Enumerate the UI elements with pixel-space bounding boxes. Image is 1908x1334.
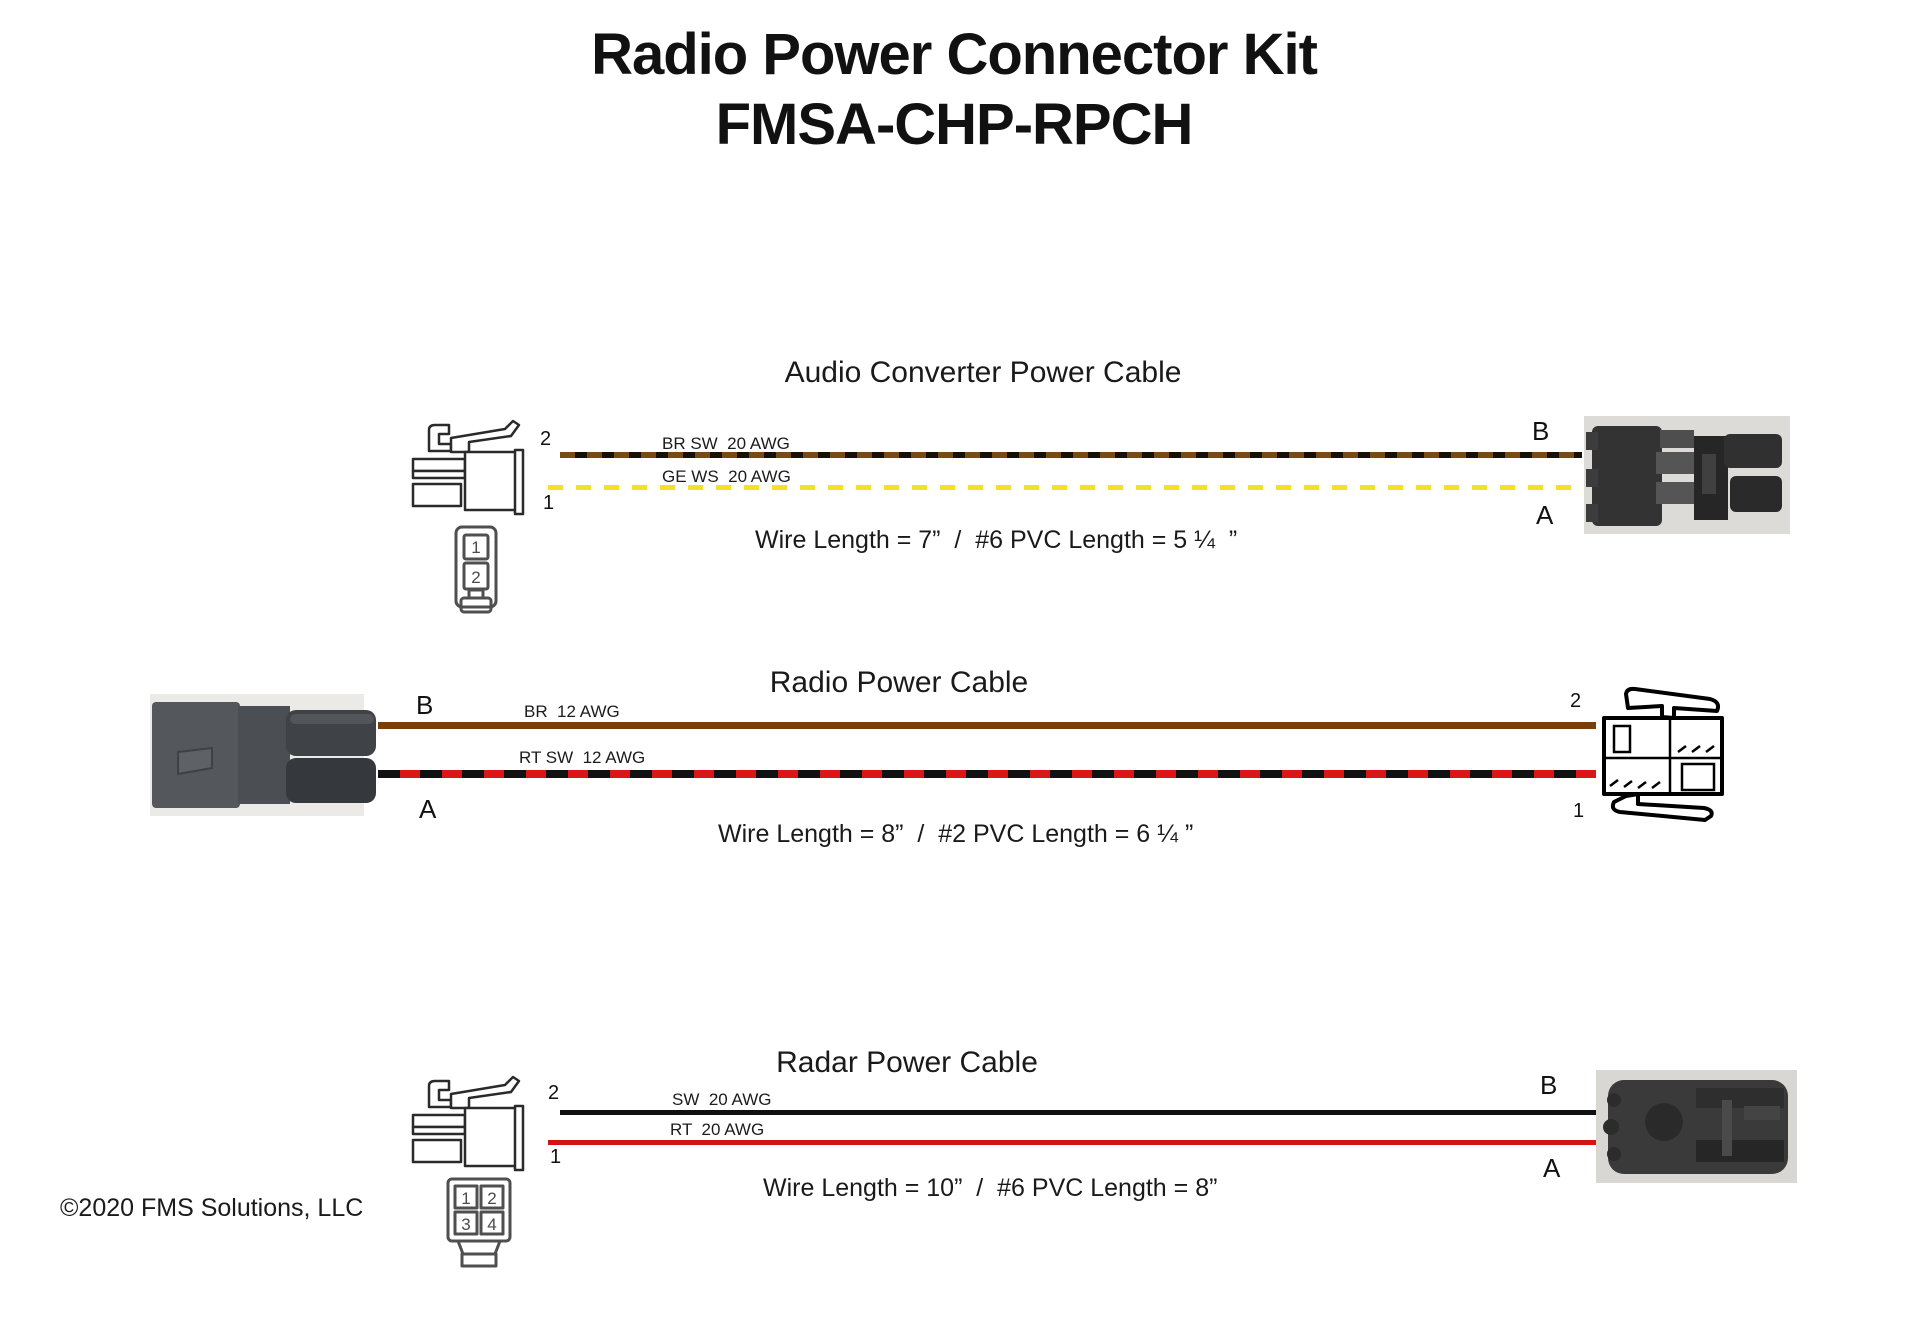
terminal-label: B <box>1532 416 1550 446</box>
pin-number: 1 <box>461 1189 470 1208</box>
connector-body <box>1602 716 1724 796</box>
connector-end-cap <box>513 448 525 516</box>
section-heading-radar-power: Radar Power Cable <box>776 1046 1038 1079</box>
wire-label: RT SW 12 AWG <box>519 748 646 767</box>
wire-label: GE WS 20 AWG <box>662 467 791 486</box>
pin-face-diagram-4pin: 1 2 3 4 <box>446 1177 512 1268</box>
wire-label: RT 20 AWG <box>670 1120 765 1139</box>
pin-number: 3 <box>461 1215 470 1234</box>
length-note: Wire Length = 8” / #2 PVC Length = 6 ¼ ” <box>718 820 1194 848</box>
connector-line-art-right-radio <box>1602 686 1724 822</box>
wire-black <box>560 1110 1596 1115</box>
length-note: Wire Length = 7” / #6 PVC Length = 5 ¼ ” <box>755 526 1238 554</box>
length-note: Wire Length = 10” / #6 PVC Length = 8” <box>763 1174 1218 1202</box>
latch-arm <box>449 419 521 454</box>
pin-blade-mid <box>411 469 467 480</box>
connector-photo-body <box>1603 1080 1788 1174</box>
terminal-label: B <box>1540 1070 1558 1100</box>
connector-line-art-2pin-left <box>411 1075 525 1172</box>
connector-photo-body <box>152 702 376 808</box>
page-subtitle: FMSA-CHP-RPCH <box>715 92 1194 157</box>
wire-yellow-white <box>548 485 1582 490</box>
section-heading-audio-converter: Audio Converter Power Cable <box>784 356 1182 389</box>
connector-photo-right-audio <box>1584 416 1790 534</box>
title-block: Radio Power Connector Kit FMSA-CHP-RPCH <box>0 26 1908 154</box>
terminal-label: 1 <box>550 1146 562 1168</box>
wire-label: BR SW 20 AWG <box>662 434 790 453</box>
copyright-text: ©2020 FMS Solutions, LLC <box>60 1194 364 1222</box>
terminal-label: A <box>1543 1153 1561 1183</box>
terminal-label: 1 <box>543 492 555 514</box>
connector-body <box>463 450 519 512</box>
terminal-label: 2 <box>1570 690 1582 712</box>
wire-brown <box>378 722 1596 729</box>
terminal-label: 2 <box>540 428 552 450</box>
connector-photo-body <box>1586 426 1782 526</box>
wire-label: SW 20 AWG <box>672 1090 772 1109</box>
connector-photo-right-radar <box>1596 1070 1797 1183</box>
wire-brown-black <box>560 452 1582 458</box>
terminal-label: B <box>416 690 434 720</box>
pin-number: 4 <box>487 1215 496 1234</box>
wire-red-black <box>378 770 1596 778</box>
terminal-label: 2 <box>548 1082 560 1104</box>
pin-number: 1 <box>471 538 480 557</box>
page-title: Radio Power Connector Kit <box>591 22 1318 87</box>
section-heading-radio-power: Radio Power Cable <box>769 666 1029 699</box>
pin-face-diagram-2pin: 1 2 <box>454 525 498 614</box>
connector-line-art-2pin-left <box>411 419 525 516</box>
terminal-label: A <box>1536 500 1554 530</box>
pin-number: 2 <box>471 568 480 587</box>
pin-blade-top <box>411 457 467 473</box>
latch-hook <box>427 423 453 453</box>
latch-bottom <box>1610 792 1714 822</box>
wire-label: BR 12 AWG <box>524 702 620 721</box>
wire-red <box>548 1140 1596 1145</box>
terminal-label: 1 <box>1573 800 1585 822</box>
pin-number: 2 <box>487 1189 496 1208</box>
latch-top <box>1624 686 1721 720</box>
terminal-label: A <box>419 794 437 824</box>
pin-blade-bottom <box>411 482 463 508</box>
connector-photo-left-radio <box>150 694 376 816</box>
